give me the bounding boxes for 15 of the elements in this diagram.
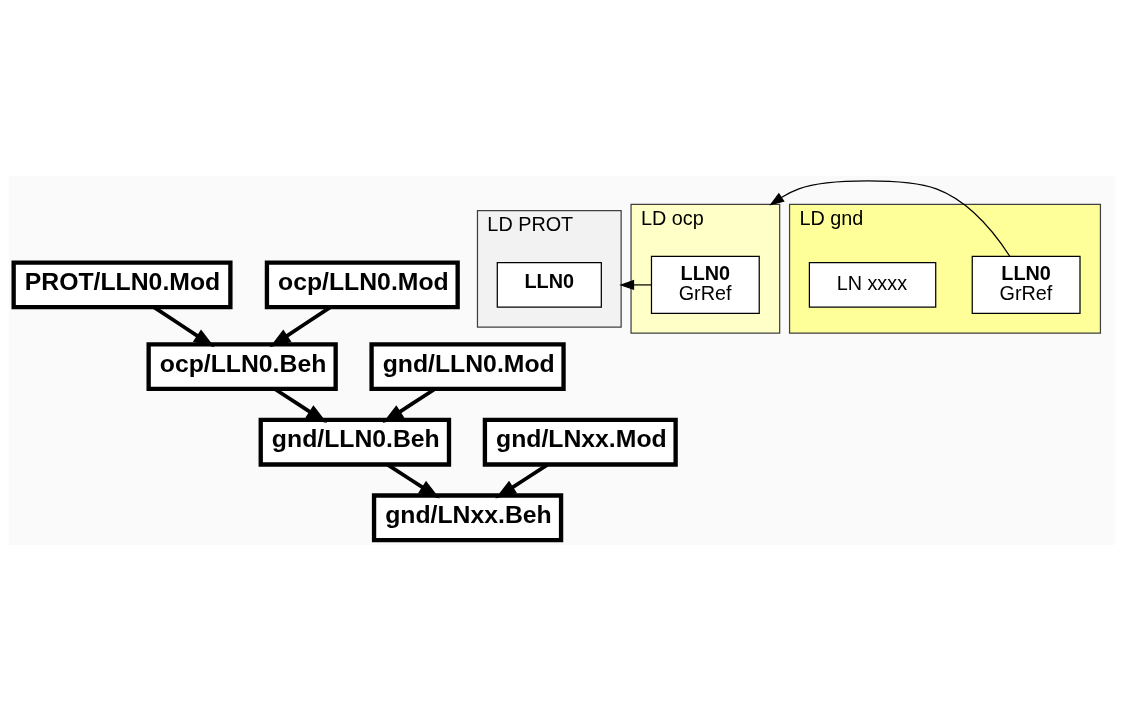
node-box: gnd/LNxx.Beh bbox=[371, 493, 564, 543]
node-box: gnd/LLN0.Mod bbox=[369, 342, 566, 392]
node-box: LLN0 GrRef bbox=[650, 255, 760, 314]
node-box: gnd/LLN0.Beh bbox=[258, 417, 452, 467]
node-box: ocp/LLN0.Beh bbox=[146, 342, 338, 392]
node-box: PROT/LLN0.Mod bbox=[11, 260, 233, 310]
node-box: LLN0 GrRef bbox=[971, 255, 1081, 314]
arrow bbox=[495, 463, 549, 499]
node-box: gnd/LNxx.Mod bbox=[482, 417, 678, 467]
arrow bbox=[386, 463, 440, 499]
arrow bbox=[769, 180, 1011, 257]
node-box: ocp/LLN0.Mod bbox=[264, 260, 460, 310]
arrow bbox=[619, 279, 652, 291]
node-box: LLN0 bbox=[496, 262, 602, 308]
node-box: LN xxxx bbox=[808, 262, 937, 308]
